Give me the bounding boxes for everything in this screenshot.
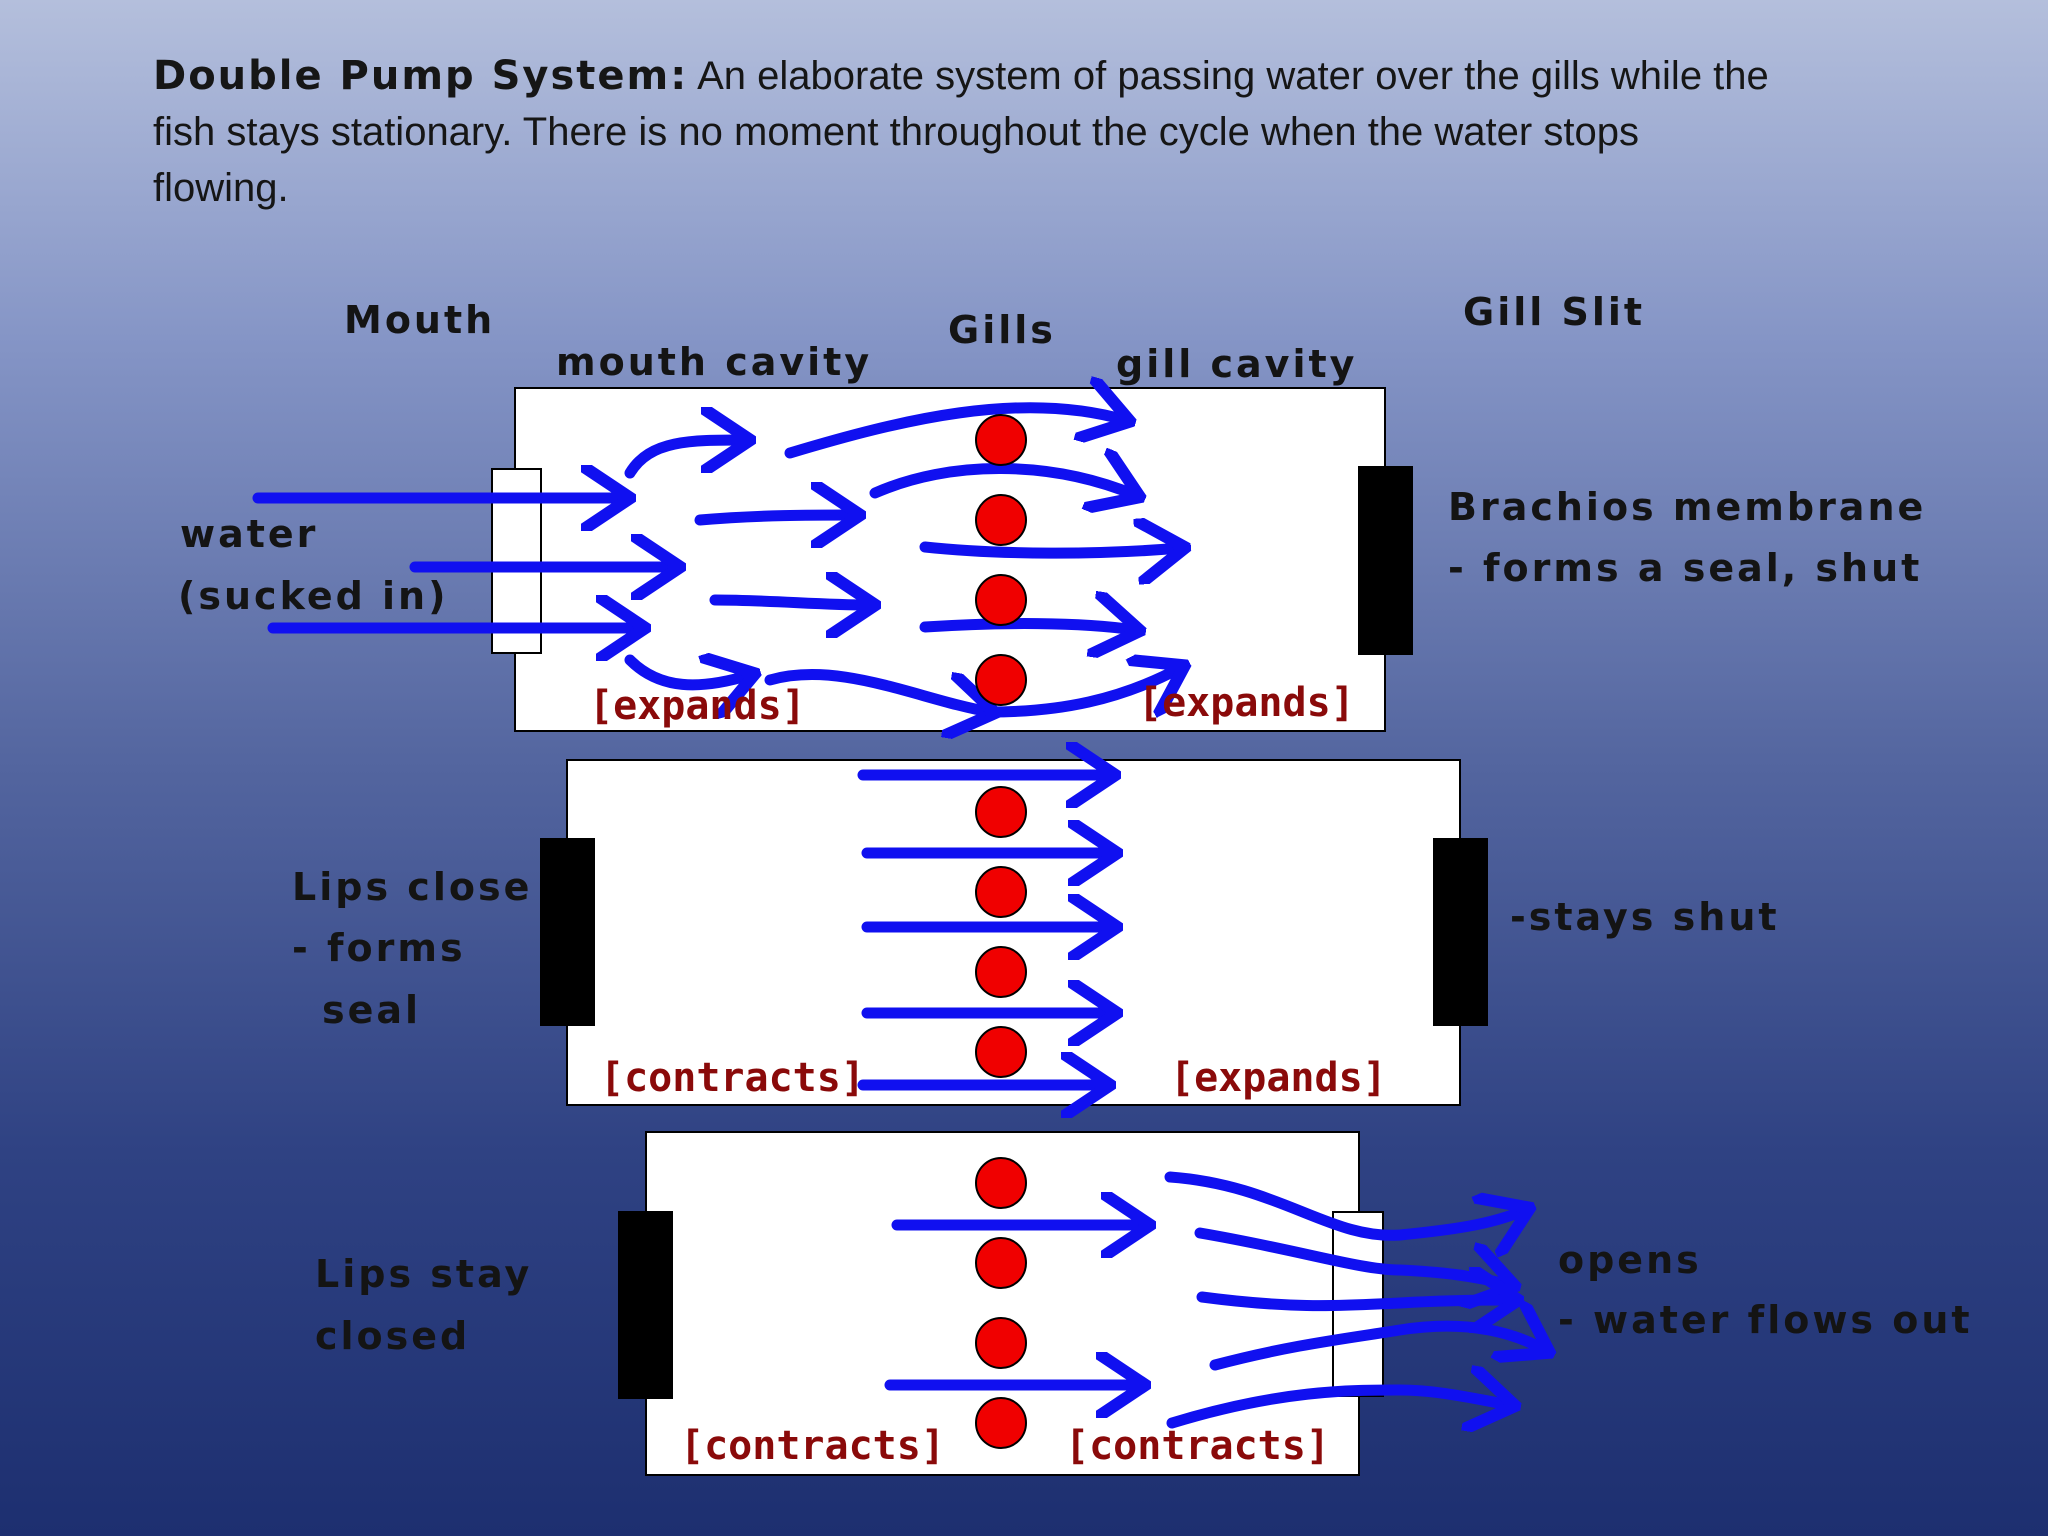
gill-filament bbox=[975, 946, 1027, 998]
flow-arrow bbox=[984, 668, 1180, 712]
stage-2-gill-filaments bbox=[975, 786, 1027, 1078]
stage-3-mouth-valve-closed bbox=[618, 1211, 673, 1399]
flow-arrow bbox=[1209, 1326, 1545, 1371]
intro-text: An elaborate system of passing water ove… bbox=[153, 54, 1769, 210]
intro-paragraph: Double Pump System: An elaborate system … bbox=[153, 48, 1773, 216]
stage-1-right-tag: [expands] bbox=[1138, 680, 1355, 726]
stage-2-panel bbox=[540, 760, 1488, 1105]
stage-2-water-arrows bbox=[857, 775, 1112, 1085]
stage-1-left-tag: [expands] bbox=[589, 683, 806, 729]
gill-filament bbox=[975, 786, 1027, 838]
label-stays-shut: -stays shut bbox=[1510, 895, 1780, 939]
label-lips-close: Lips close bbox=[292, 865, 533, 909]
stage-1-gill-slit-valve-closed bbox=[1358, 466, 1413, 655]
label-gill-cavity: gill cavity bbox=[1116, 342, 1358, 386]
gill-filament bbox=[975, 414, 1027, 466]
label-forms-seal-shut: - forms a seal, shut bbox=[1448, 546, 1923, 590]
label-brachios-membrane: Brachios membrane bbox=[1448, 485, 1927, 529]
gill-filament bbox=[975, 574, 1027, 626]
flow-arrow bbox=[624, 440, 745, 479]
label-mouth: Mouth bbox=[344, 298, 496, 342]
stage-1-gill-filaments bbox=[975, 414, 1027, 706]
label-lips-stay: Lips stay bbox=[315, 1252, 533, 1296]
stage-3-gill-filaments bbox=[975, 1157, 1027, 1449]
label-gill-slit: Gill Slit bbox=[1463, 290, 1646, 334]
flow-arrow bbox=[869, 468, 1135, 495]
gill-filament bbox=[975, 1397, 1027, 1449]
gill-filament bbox=[975, 1237, 1027, 1289]
gill-filament bbox=[975, 866, 1027, 918]
flow-arrow bbox=[764, 669, 990, 712]
stage-2-right-tag: [expands] bbox=[1170, 1055, 1387, 1101]
intro-lead: Double Pump System: bbox=[153, 53, 689, 99]
gill-filament bbox=[975, 1157, 1027, 1209]
flow-arrow bbox=[784, 408, 1125, 459]
gill-filament bbox=[975, 494, 1027, 546]
label-opens: opens bbox=[1558, 1238, 1702, 1282]
label-seal: seal bbox=[322, 988, 422, 1032]
gill-filament bbox=[975, 654, 1027, 706]
stage-3-left-tag: [contracts] bbox=[680, 1423, 945, 1469]
flow-arrow bbox=[624, 660, 750, 685]
flow-arrow bbox=[694, 515, 855, 520]
stage-2-mouth-valve-closed bbox=[540, 838, 595, 1026]
stage-3-panel bbox=[618, 1131, 1545, 1476]
label-mouth-cavity: mouth cavity bbox=[556, 340, 873, 384]
flow-arrow bbox=[1196, 1297, 1513, 1306]
label-sucked-in: (sucked in) bbox=[178, 574, 449, 618]
stage-1-panel bbox=[252, 388, 1413, 731]
flow-arrow bbox=[1166, 1390, 1510, 1423]
flow-arrow bbox=[919, 624, 1135, 630]
label-gills: Gills bbox=[948, 308, 1056, 352]
stage-2-gill-slit-valve-closed bbox=[1433, 838, 1488, 1026]
gill-filament bbox=[975, 1317, 1027, 1369]
gill-filament bbox=[975, 1026, 1027, 1078]
stage-3-water-arrows bbox=[884, 1171, 1545, 1423]
label-water: water bbox=[180, 512, 319, 556]
label-water-flows-out: - water flows out bbox=[1558, 1298, 1973, 1342]
stage-3-right-tag: [contracts] bbox=[1065, 1423, 1330, 1469]
label-closed: closed bbox=[315, 1314, 471, 1358]
flow-arrow bbox=[919, 547, 1180, 553]
stage-2-left-tag: [contracts] bbox=[600, 1055, 865, 1101]
label-forms: - forms bbox=[292, 926, 466, 970]
flow-arrow bbox=[1164, 1171, 1525, 1235]
flow-arrow bbox=[709, 600, 870, 605]
stage-1-water-arrows bbox=[252, 408, 1180, 712]
